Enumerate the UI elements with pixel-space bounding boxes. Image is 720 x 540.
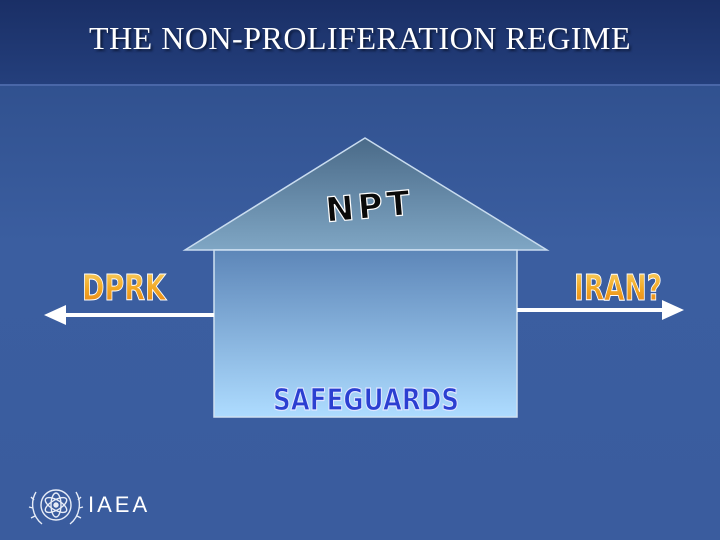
un-emblem-atom-icon xyxy=(28,489,84,525)
iaea-logo-text: IAEA xyxy=(88,492,151,517)
left-arrow xyxy=(44,305,214,325)
slide-title: THE NON-PROLIFERATION REGIME xyxy=(89,20,631,56)
npt-label: NPT xyxy=(324,183,416,231)
iran-label: IRAN? xyxy=(574,268,662,309)
dprk-label: DPRK xyxy=(82,268,167,309)
right-arrow xyxy=(517,300,684,320)
title-bar xyxy=(0,0,720,86)
safeguards-label: SAFEGUARDS xyxy=(273,383,459,418)
house-body xyxy=(213,249,518,418)
